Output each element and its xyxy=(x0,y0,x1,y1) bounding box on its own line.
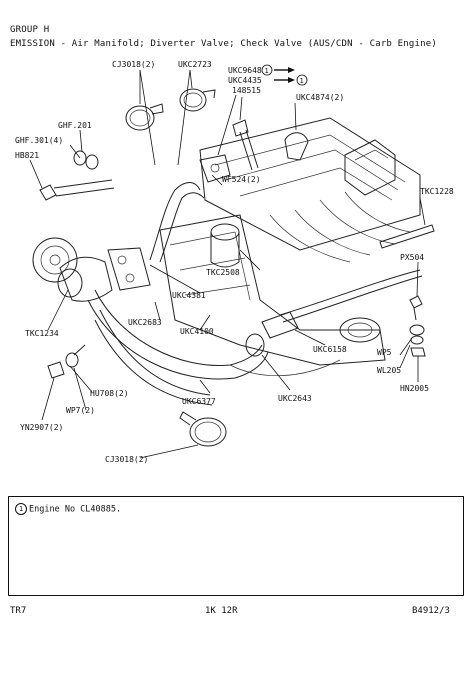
part-label: UKC6377 xyxy=(182,397,216,406)
leader-lines xyxy=(29,69,426,459)
part-label: GHF.201 xyxy=(58,121,92,130)
part-label: HN2005 xyxy=(400,384,429,393)
part-label: UKC2643 xyxy=(278,394,312,403)
part-label: TKC1228 xyxy=(420,187,454,196)
part-label: UKC6158 xyxy=(313,345,347,354)
page-title: EMISSION - Air Manifold; Diverter Valve;… xyxy=(10,39,438,49)
group-heading: GROUP H xyxy=(10,25,50,35)
engine-block-illustration xyxy=(32,117,421,366)
note-marker-icon xyxy=(261,64,273,76)
part-label: UKC4874(2) xyxy=(296,93,344,102)
footer-page-code: 1K 12R xyxy=(205,606,238,616)
part-label: GHF.301(4) xyxy=(15,136,63,145)
part-label: HU708(2) xyxy=(90,389,129,398)
footer-model: TR7 xyxy=(10,606,27,616)
part-label: WF524(2) xyxy=(222,175,261,184)
part-label: YN2907(2) xyxy=(20,423,63,432)
marker-text: 1 xyxy=(265,67,269,75)
hardware-parts xyxy=(39,88,426,447)
part-label: CJ3018(2) xyxy=(112,60,155,69)
part-label: UKC4100 xyxy=(180,327,214,336)
part-label: CJ3018(2) xyxy=(105,455,148,464)
part-label: UKC2683 xyxy=(128,318,162,327)
footer-illustration-ref: B4912/3 xyxy=(412,606,450,616)
arrow-markers: 1 1 xyxy=(261,64,308,86)
part-labels: CJ3018(2) UKC2723 UKC9648 UKC4435 148515… xyxy=(15,60,454,464)
note-marker-icon xyxy=(296,74,308,86)
part-label: 148515 xyxy=(232,86,261,95)
part-label: WP7(2) xyxy=(66,406,95,415)
part-label: TKC1234 xyxy=(25,329,59,338)
part-label: WP5 xyxy=(377,348,392,357)
part-label: TKC2508 xyxy=(206,268,240,277)
part-label: UKC4435 xyxy=(228,76,262,85)
note-text: Engine No CL40885. xyxy=(29,504,122,515)
part-label: UKC9648 xyxy=(228,66,262,75)
part-label: HB821 xyxy=(15,151,39,160)
part-label: UKC4381 xyxy=(172,291,206,300)
note-marker-icon: 1 xyxy=(15,503,27,515)
part-label: UKC2723 xyxy=(178,60,212,69)
air-hoses xyxy=(87,132,435,406)
part-label: WL205 xyxy=(377,366,401,375)
marker-text: 1 xyxy=(300,77,304,85)
part-label: PX504 xyxy=(400,253,424,262)
